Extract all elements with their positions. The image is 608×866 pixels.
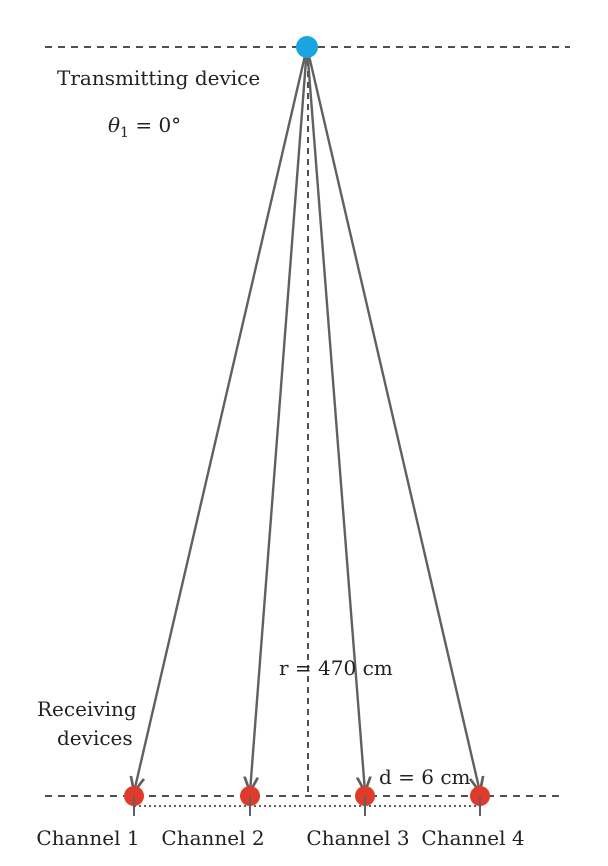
channel-label-4: Channel 4 <box>421 826 524 850</box>
angle-label: θ1 = 0° <box>108 113 181 141</box>
channel-label-2: Channel 2 <box>161 826 264 850</box>
signal-path-2 <box>250 46 309 792</box>
angle-subscript: 1 <box>120 125 129 141</box>
signal-path-3 <box>305 46 365 792</box>
spacing-d-label: d = 6 cm <box>379 765 471 789</box>
channel-label-1: Channel 1 <box>36 826 139 850</box>
angle-symbol: θ <box>108 113 120 137</box>
angle-value: = 0° <box>129 113 181 137</box>
signal-path-4 <box>305 46 480 792</box>
signal-path-1 <box>134 46 309 792</box>
distance-r-label: r = 470 cm <box>279 656 393 680</box>
channel-labels: Channel 1 Channel 2 Channel 3 Channel 4 <box>36 826 524 850</box>
receiver-label-line2: devices <box>57 726 133 750</box>
receiver-label-line1: Receiving <box>37 697 137 721</box>
transmitter-dot <box>296 36 318 58</box>
signal-paths <box>134 46 480 792</box>
channel-label-3: Channel 3 <box>306 826 409 850</box>
transmitter-label: Transmitting device <box>57 66 260 90</box>
receivers <box>124 786 490 816</box>
